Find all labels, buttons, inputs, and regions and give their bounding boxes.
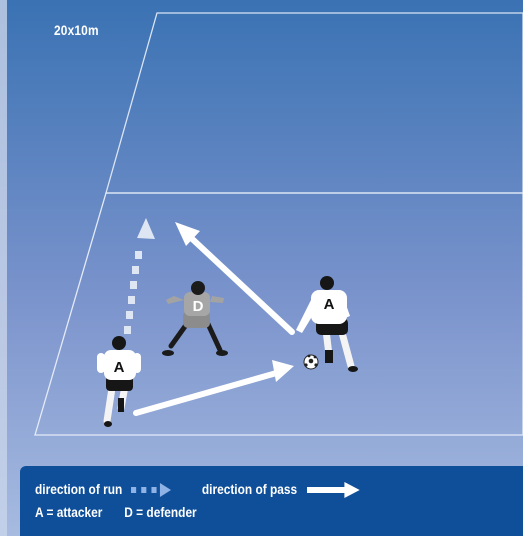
player-role-letter: D [193, 298, 204, 315]
legend-defender-key: D = defender [124, 504, 196, 520]
solid-arrow-icon [307, 482, 360, 498]
player-role-letter: A [114, 359, 125, 376]
legend-run-label: direction of run [35, 481, 122, 497]
legend-attacker-key: A = attacker [35, 504, 102, 520]
legend-row-keys: A = attacker D = defender [35, 504, 197, 520]
legend-pass-label: direction of pass [202, 481, 297, 497]
player-role-letter: A [324, 296, 335, 313]
field-size-label: 20x10m [54, 22, 99, 38]
soccer-ball-icon [304, 355, 318, 369]
dashed-arrow-icon [131, 483, 174, 497]
left-edge-strip [0, 0, 7, 536]
legend-row-directions: direction of run direction of pass [35, 481, 360, 498]
legend-box: direction of run direction of pass A = a… [20, 466, 523, 536]
